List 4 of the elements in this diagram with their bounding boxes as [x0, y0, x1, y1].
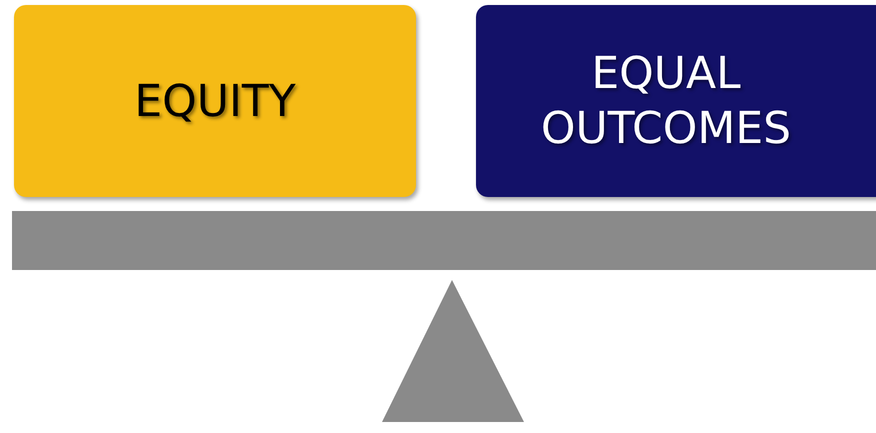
label-box	[14, 5, 416, 197]
label-box	[476, 5, 876, 197]
box-label: EQUITY	[134, 74, 296, 128]
box-label: EQUAL OUTCOMES	[540, 47, 792, 156]
